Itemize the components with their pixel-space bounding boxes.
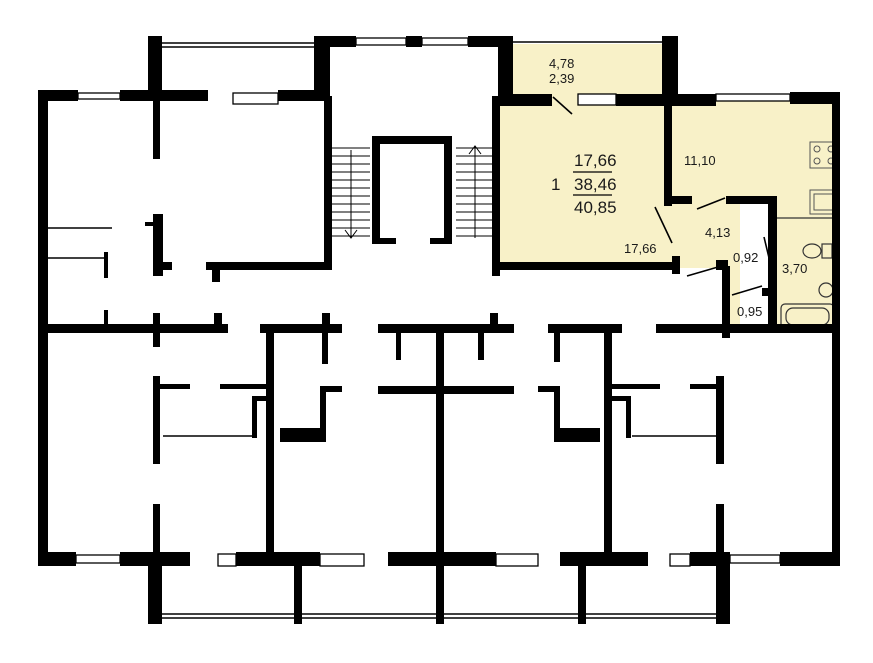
balcony-area-label: 4,78 bbox=[549, 56, 574, 71]
window bbox=[77, 92, 121, 100]
window bbox=[319, 553, 365, 567]
door-leaves bbox=[552, 96, 771, 296]
window bbox=[669, 553, 691, 567]
apartment-highlight bbox=[500, 96, 840, 330]
total-with-balcony-label: 40,85 bbox=[574, 198, 617, 217]
bathroom-area-label: 3,70 bbox=[782, 261, 807, 276]
room-area-label: 17,66 bbox=[624, 241, 657, 256]
window bbox=[75, 554, 121, 564]
window bbox=[355, 37, 407, 46]
window bbox=[715, 93, 791, 102]
thin-lines bbox=[48, 41, 730, 619]
rooms-count-label: 1 bbox=[551, 175, 560, 194]
window bbox=[729, 554, 781, 564]
area-labels: 4,78 2,39 1 17,66 38,46 40,85 17,66 11,1… bbox=[549, 56, 807, 319]
highlighted-apartment bbox=[500, 44, 840, 330]
closet-area-label: 0,95 bbox=[737, 304, 762, 319]
total-area-label: 38,46 bbox=[574, 175, 617, 194]
walls bbox=[38, 36, 840, 624]
balcony-highlight bbox=[513, 44, 666, 96]
window bbox=[232, 92, 279, 105]
wc-area-label: 0,92 bbox=[733, 250, 758, 265]
living-area-label: 17,66 bbox=[574, 151, 617, 170]
kitchen-area-label: 11,10 bbox=[684, 153, 716, 168]
window bbox=[577, 93, 617, 106]
window bbox=[421, 37, 469, 46]
window bbox=[217, 553, 237, 567]
balcony-reduced-area-label: 2,39 bbox=[549, 71, 574, 86]
windows bbox=[75, 37, 791, 567]
window bbox=[495, 553, 539, 567]
stairs-left bbox=[330, 147, 370, 239]
stairs-right bbox=[456, 145, 494, 238]
hall-area-label: 4,13 bbox=[705, 225, 730, 240]
